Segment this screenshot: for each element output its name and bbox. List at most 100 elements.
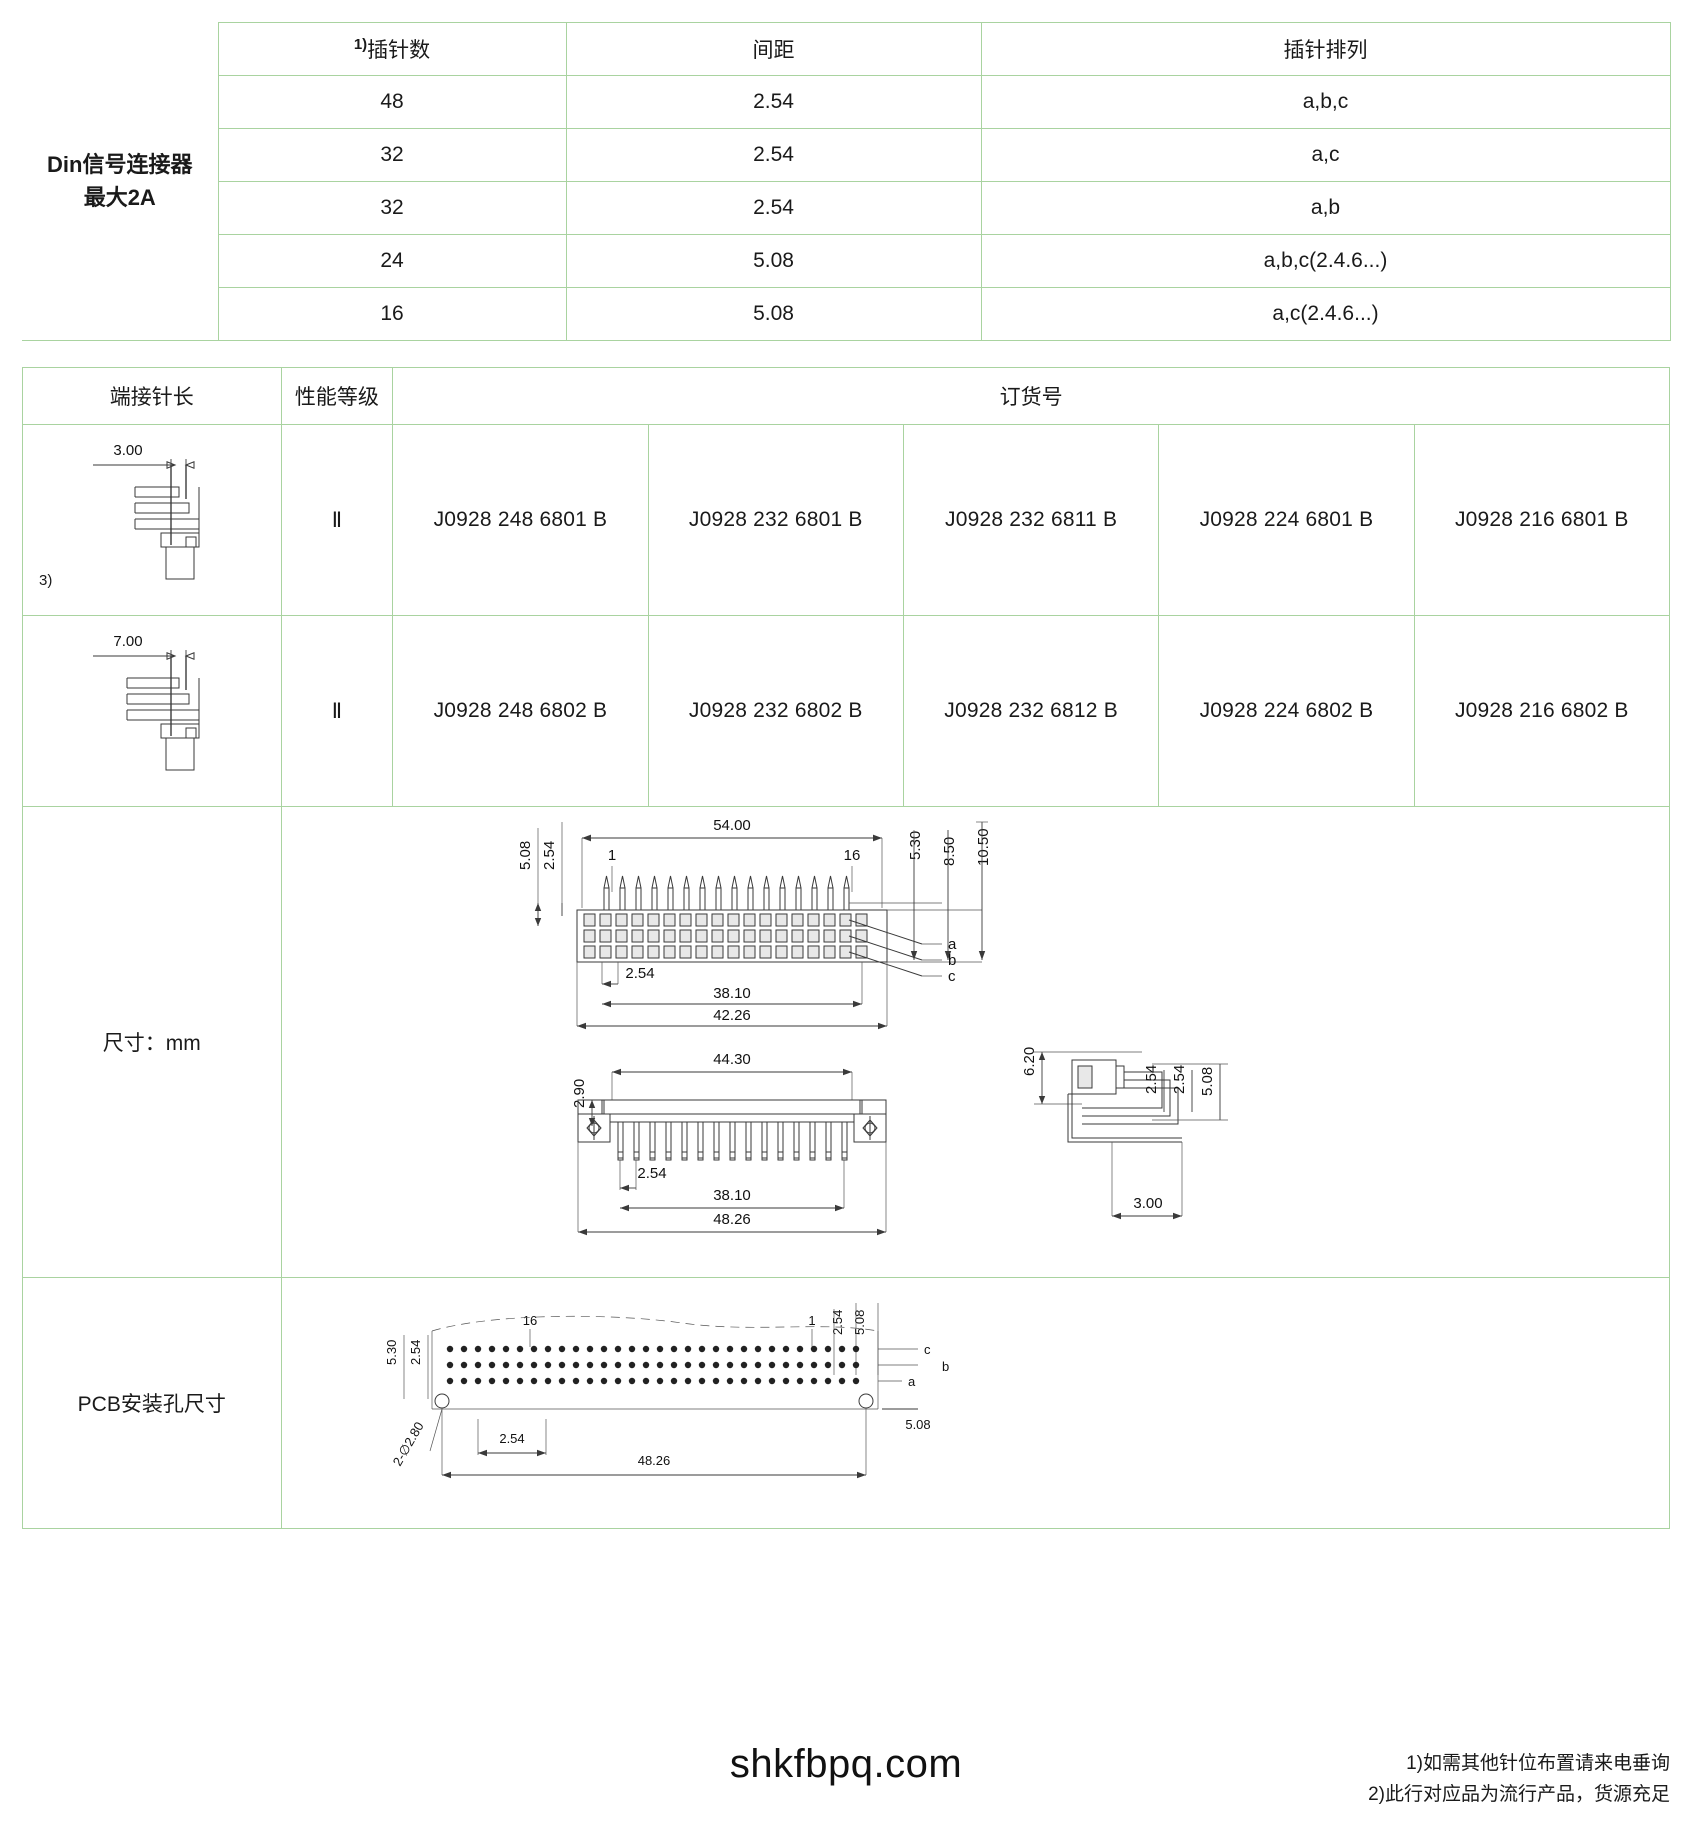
col-header-termination-length: 端接针长 — [22, 367, 282, 425]
dim-54: 54.00 — [713, 817, 751, 834]
pcb-label-row-b: b — [942, 1359, 949, 1374]
footnote-marker-3: 3) — [39, 572, 53, 589]
dim-620: 6.20 — [1021, 1047, 1038, 1076]
pcb-label-pin-16: 16 — [522, 1313, 536, 1328]
site-url: shkfbpq.com — [729, 1742, 963, 1786]
pcb-dim-254-h: 2.54 — [499, 1431, 524, 1446]
dim-4826: 48.26 — [713, 1211, 751, 1228]
dim-254-s2: 2.54 — [1171, 1065, 1188, 1094]
row-label-pcb: PCB安装孔尺寸 — [22, 1277, 282, 1529]
pin-count-superscript: 1) — [353, 36, 368, 53]
table-row: 32 2.54 a,c — [22, 128, 1671, 182]
table-row-header: Din信号连接器 最大2A 1)插针数 间距 插针排列 — [22, 22, 1671, 341]
pcb-dim-254-v: 2.54 — [408, 1340, 423, 1365]
cell-order-number: J0928 224 6801 B — [1158, 424, 1415, 616]
product-label-line1: Din信号连接器 — [47, 152, 193, 178]
dim-254-s1: 2.54 — [1143, 1065, 1160, 1094]
pcb-dim-530: 5.30 — [384, 1340, 399, 1365]
cell-pin-count: 32 — [217, 181, 567, 235]
col-header-pitch: 间距 — [565, 22, 982, 76]
dim-7mm-label: 7.00 — [113, 633, 142, 650]
cell-pitch: 2.54 — [565, 75, 982, 129]
dim-254-bottom: 2.54 — [637, 1165, 666, 1182]
label-pin-1: 1 — [607, 847, 615, 864]
cell-pin-count: 16 — [217, 287, 567, 341]
cell-arrangement: a,b — [980, 181, 1671, 235]
cell-order-number: J0928 248 6801 B — [392, 424, 649, 616]
dimensions-drawing-svg: 54.00 1 16 5.08 — [517, 817, 1228, 1236]
dim-508-s: 5.08 — [1199, 1067, 1216, 1096]
cell-order-number: J0928 216 6802 B — [1413, 615, 1671, 807]
order-table: 端接针长 性能等级 订货号 3) 3.00 — [22, 367, 1671, 1529]
footnote-1: 1)如需其他针位布置请来电垂询 — [1406, 1753, 1670, 1774]
col-header-order-number: 订货号 — [392, 367, 1670, 425]
pcb-label-row-c: c — [924, 1342, 931, 1357]
cell-arrangement: a,c — [980, 128, 1671, 182]
table-row: 24 5.08 a,b,c(2.4.6...) — [22, 234, 1671, 288]
footnotes: 1)如需其他针位布置请来电垂询 2)此行对应品为流行产品，货源充足 — [1368, 1748, 1670, 1811]
col-header-performance-grade: 性能等级 — [280, 367, 394, 425]
cell-pitch: 2.54 — [565, 181, 982, 235]
pin-dimension-drawing-3mm: 3) 3.00 — [22, 424, 282, 616]
footnote-2: 2)此行对应品为流行产品，货源充足 — [1368, 1784, 1670, 1806]
dim-3810: 38.10 — [713, 985, 751, 1002]
cell-pitch: 5.08 — [565, 287, 982, 341]
dim-254-h: 2.54 — [625, 965, 654, 982]
col-header-pin-count: 1)插针数 — [217, 22, 567, 76]
row-label-dimensions: 尺寸：mm — [22, 806, 282, 1278]
label-row-b: b — [948, 952, 956, 969]
footer: shkfbpq.com 1)如需其他针位布置请来电垂询 2)此行对应品为流行产品… — [0, 1742, 1692, 1827]
cell-order-number: J0928 216 6801 B — [1413, 424, 1671, 616]
label-row-a: a — [948, 936, 957, 953]
dim-4430: 44.30 — [713, 1051, 751, 1068]
pin-dimension-drawing-7mm: 7.00 — [22, 615, 282, 807]
cell-arrangement: a,b,c — [980, 75, 1671, 129]
table-row-header: 端接针长 性能等级 订货号 — [22, 367, 1670, 425]
pin-profile-svg-7mm: 7.00 — [93, 633, 200, 771]
dim-508-v: 5.08 — [517, 841, 534, 870]
dim-3810-bottom: 38.10 — [713, 1187, 751, 1204]
pcb-dim-508-top: 5.08 — [852, 1310, 867, 1335]
dim-3mm-label: 3.00 — [113, 442, 142, 459]
col-header-arrangement: 插针排列 — [980, 22, 1671, 76]
bottom-view: 44.30 2.90 — [571, 1051, 887, 1236]
table-row: 7.00 — [22, 615, 1671, 807]
side-view: 6.20 — [1021, 1047, 1228, 1220]
table-row: 尺寸：mm 54.00 1 — [22, 806, 1671, 1278]
dim-1050: 10.50 — [975, 828, 992, 866]
pcb-label-row-a: a — [908, 1374, 916, 1389]
dim-530: 5.30 — [907, 831, 924, 860]
dim-300-side: 3.00 — [1133, 1195, 1162, 1212]
table-row: 16 5.08 a,c(2.4.6...) — [22, 287, 1671, 341]
dim-4226: 42.26 — [713, 1007, 751, 1024]
table-row: PCB安装孔尺寸 2.54 5.08 1 16 — [22, 1277, 1671, 1529]
pcb-drawing-cell: 2.54 5.08 1 16 5.30 2.54 — [280, 1277, 1671, 1529]
cell-order-number: J0928 232 6812 B — [902, 615, 1160, 807]
cell-pin-count: 48 — [217, 75, 567, 129]
cell-pitch: 2.54 — [565, 128, 982, 182]
cell-performance-grade: Ⅱ — [280, 424, 394, 616]
dimensions-drawing-cell: 54.00 1 16 5.08 — [280, 806, 1671, 1278]
product-label-line2: 最大2A — [83, 185, 156, 211]
label-row-c: c — [948, 968, 956, 985]
table-row: 48 2.54 a,b,c — [22, 75, 1671, 129]
pcb-drawing-svg: 2.54 5.08 1 16 5.30 2.54 — [384, 1303, 949, 1479]
specs-table: Din信号连接器 最大2A 1)插针数 间距 插针排列 48 2.54 a,b,… — [22, 22, 1671, 341]
cell-performance-grade: Ⅱ — [280, 615, 394, 807]
dim-290: 2.90 — [571, 1079, 588, 1108]
pcb-hole-grid — [446, 1345, 859, 1385]
cell-order-number: J0928 232 6801 B — [647, 424, 904, 616]
label-pin-16: 16 — [843, 847, 860, 864]
front-view: 54.00 1 16 5.08 — [517, 817, 992, 1030]
cell-order-number: J0928 224 6802 B — [1158, 615, 1415, 807]
pcb-dim-508-right: 5.08 — [905, 1417, 930, 1432]
product-label: Din信号连接器 最大2A — [22, 148, 218, 214]
table-row: 32 2.54 a,b — [22, 181, 1671, 235]
pcb-dim-4826: 48.26 — [637, 1453, 670, 1468]
pcb-dim-254-top: 2.54 — [830, 1310, 845, 1335]
pin-profile-svg-3mm: 3.00 — [93, 442, 200, 580]
cell-pin-count: 24 — [217, 234, 567, 288]
cell-order-number: J0928 248 6802 B — [392, 615, 649, 807]
dim-850: 8.50 — [941, 837, 958, 866]
dim-254-v: 2.54 — [541, 841, 558, 870]
